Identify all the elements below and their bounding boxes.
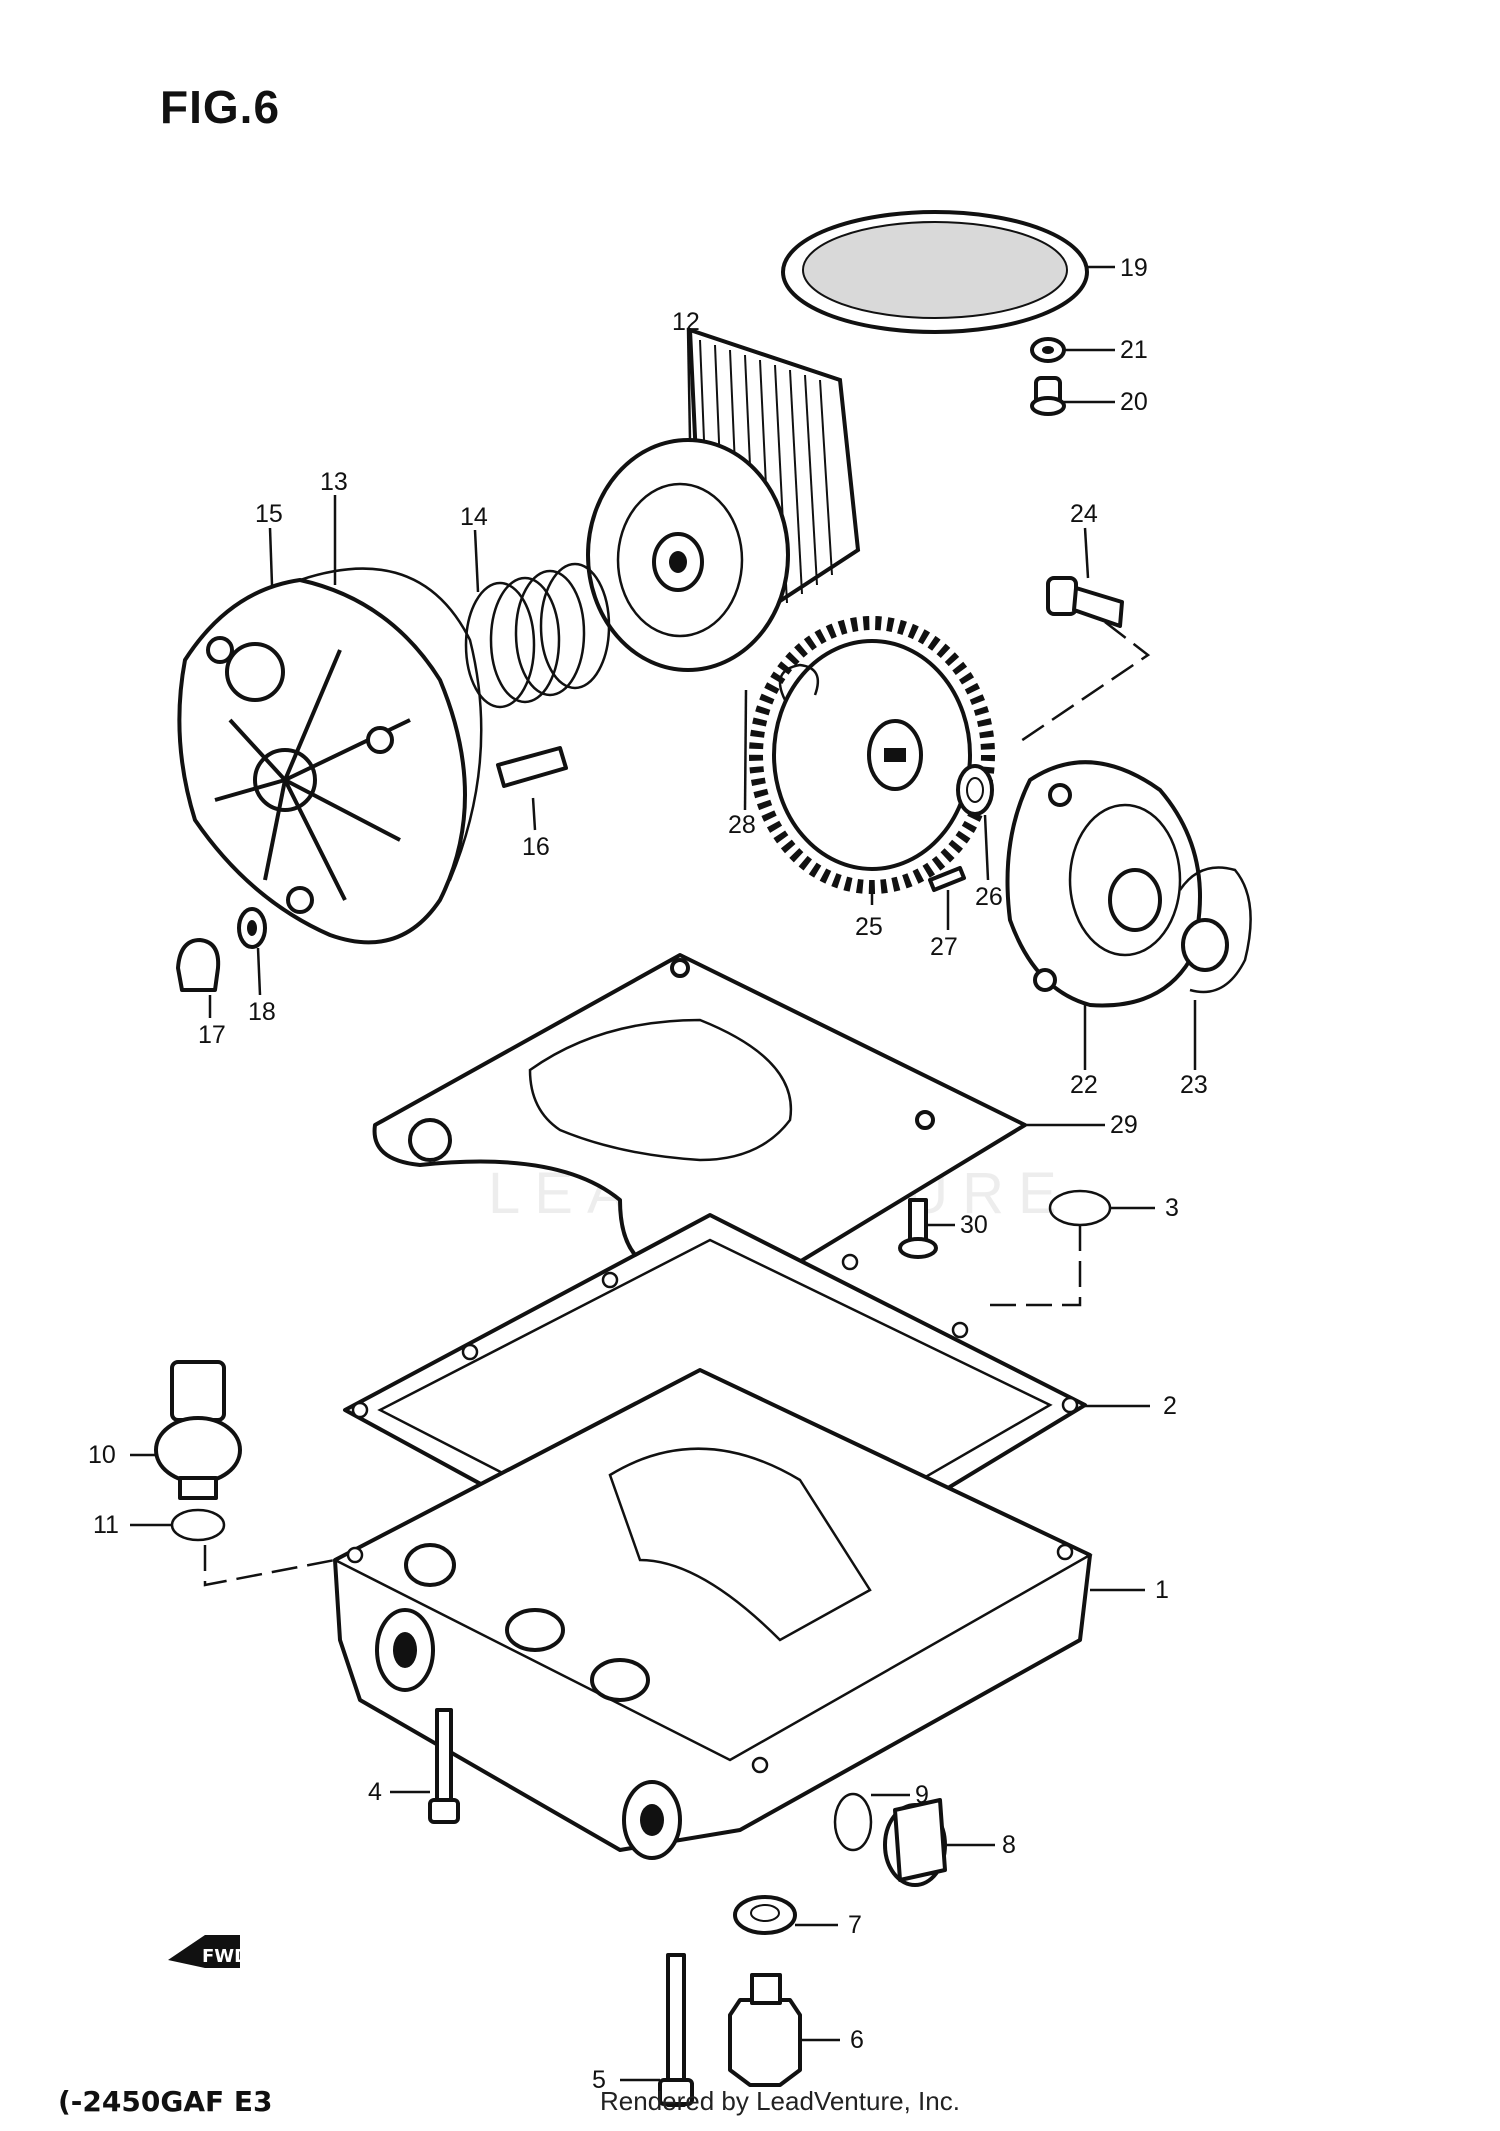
oil-strainer [781, 210, 1089, 334]
washer-7 [733, 1895, 797, 1935]
callout-11: 11 [93, 1511, 119, 1539]
callout-30: 30 [960, 1211, 988, 1239]
washer-18 [237, 907, 267, 949]
circlip-28 [778, 663, 820, 701]
washer-26 [956, 764, 994, 816]
callout-5: 5 [592, 2066, 606, 2094]
bolt-30 [898, 1198, 938, 1259]
filler-plug-8 [883, 1798, 947, 1887]
oil-pan [332, 1368, 1093, 1860]
callout-27: 27 [930, 933, 958, 961]
callout-26: 26 [975, 883, 1003, 911]
bolt-5 [658, 1953, 694, 2107]
callout-29: 29 [1110, 1111, 1138, 1139]
o-ring-3 [1048, 1189, 1112, 1227]
callout-6: 6 [850, 2026, 864, 2054]
bolt-4 [428, 1708, 460, 1824]
pin-27 [928, 866, 966, 892]
callout-23: 23 [1180, 1071, 1208, 1099]
callout-20: 20 [1120, 388, 1148, 416]
callout-1: 1 [1155, 1576, 1169, 1604]
fwd-arrow-icon: FWD [168, 1935, 249, 1968]
callout-24: 24 [1070, 500, 1098, 528]
callout-14: 14 [460, 503, 488, 531]
cap-nut-17 [176, 938, 221, 992]
callout-7: 7 [848, 1911, 862, 1939]
callout-12: 12 [672, 308, 700, 336]
bolt-24 [1046, 576, 1124, 628]
callout-4: 4 [368, 1778, 382, 1806]
callout-8: 8 [1002, 1831, 1016, 1859]
filter-cover [177, 578, 467, 945]
model-code: (-2450GAF E3 [58, 2085, 273, 2118]
callout-28: 28 [728, 811, 756, 839]
callout-13: 13 [320, 468, 348, 496]
callout-16: 16 [522, 833, 550, 861]
o-ring-9 [833, 1792, 873, 1852]
oil-pump-gear [749, 616, 995, 894]
washer-21 [1030, 337, 1066, 363]
oil-pressure-switch [154, 1360, 242, 1500]
callout-25: 25 [855, 913, 883, 941]
dowel-pin-16 [496, 746, 568, 788]
figure-title: FIG.6 [160, 81, 281, 133]
leader-lines [130, 265, 1197, 2082]
callout-3: 3 [1165, 1194, 1179, 1222]
fwd-label: FWD [202, 1946, 249, 1967]
callout-18: 18 [248, 998, 276, 1026]
callout-21: 21 [1120, 336, 1148, 364]
callout-9: 9 [915, 1781, 929, 1809]
screw-20 [1030, 376, 1066, 416]
callout-17: 17 [198, 1021, 226, 1049]
drain-plug-6 [728, 1973, 802, 2087]
callout-19: 19 [1120, 254, 1148, 282]
callout-22: 22 [1070, 1071, 1098, 1099]
pump-gasket [1178, 866, 1252, 994]
callout-10: 10 [88, 1441, 116, 1469]
filter-spring [464, 562, 611, 709]
rendered-by-credit: Rendered by LeadVenture, Inc. [600, 2086, 960, 2116]
callout-numbers: 19 21 20 12 13 15 14 16 17 18 24 28 25 2… [88, 254, 1208, 2094]
o-ring-11 [170, 1508, 226, 1542]
oil-filter [586, 327, 861, 672]
callout-2: 2 [1163, 1392, 1177, 1420]
callout-15: 15 [255, 500, 283, 528]
oil-pump [1005, 760, 1202, 1008]
